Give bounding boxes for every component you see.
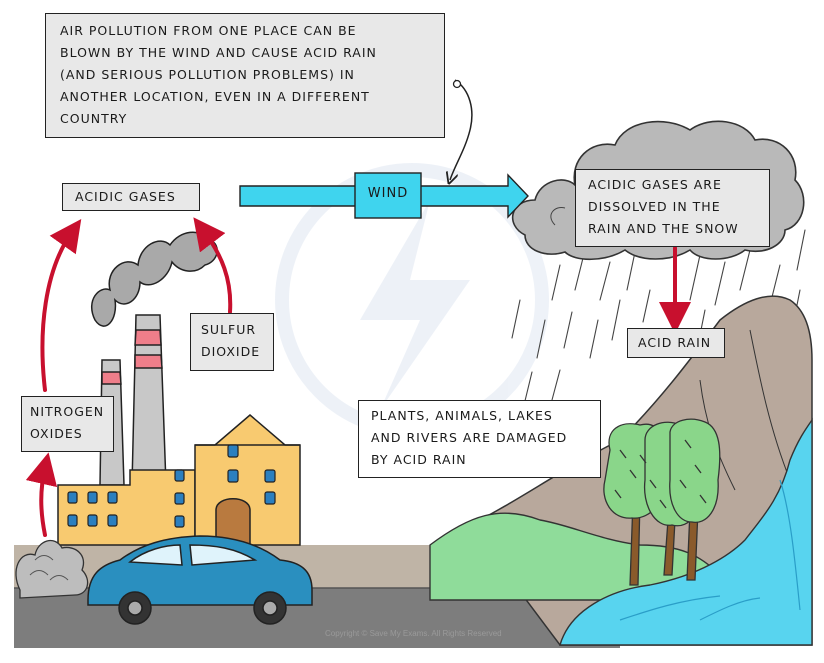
nitrogen-oxides-box: NITROGEN OXIDES <box>21 396 114 452</box>
wind-label: WIND <box>367 186 409 201</box>
arrow-nitrogen-to-gases <box>40 218 82 392</box>
damage-box: PLANTS, ANIMALS, LAKES AND RIVERS ARE DA… <box>358 400 601 478</box>
exhaust-smoke <box>15 539 89 599</box>
wind-box <box>354 172 422 219</box>
smoke-plume <box>90 231 218 327</box>
arrow-sulfur-to-gases <box>193 217 233 314</box>
car <box>87 535 313 625</box>
note-box: AIR POLLUTION FROM ONE PLACE CAN BE BLOW… <box>45 13 445 138</box>
factory-windows <box>67 444 276 528</box>
red-arrows <box>25 217 691 537</box>
river <box>559 417 813 646</box>
acidic-gases-box: ACIDIC GASES <box>62 183 200 211</box>
trees <box>603 418 721 586</box>
acid-rain-box: ACID RAIN <box>627 328 725 358</box>
arrow-exhaust-to-nitrogen <box>25 452 58 537</box>
copyright-text: Copyright © Save My Exams. All Rights Re… <box>325 629 502 638</box>
dissolved-box: ACIDIC GASES ARE DISSOLVED IN THE RAIN A… <box>575 169 770 247</box>
grass-hill <box>429 512 721 601</box>
sulfur-dioxide-box: SULFUR DIOXIDE <box>190 313 274 371</box>
note-pointer-arrow <box>450 79 473 180</box>
